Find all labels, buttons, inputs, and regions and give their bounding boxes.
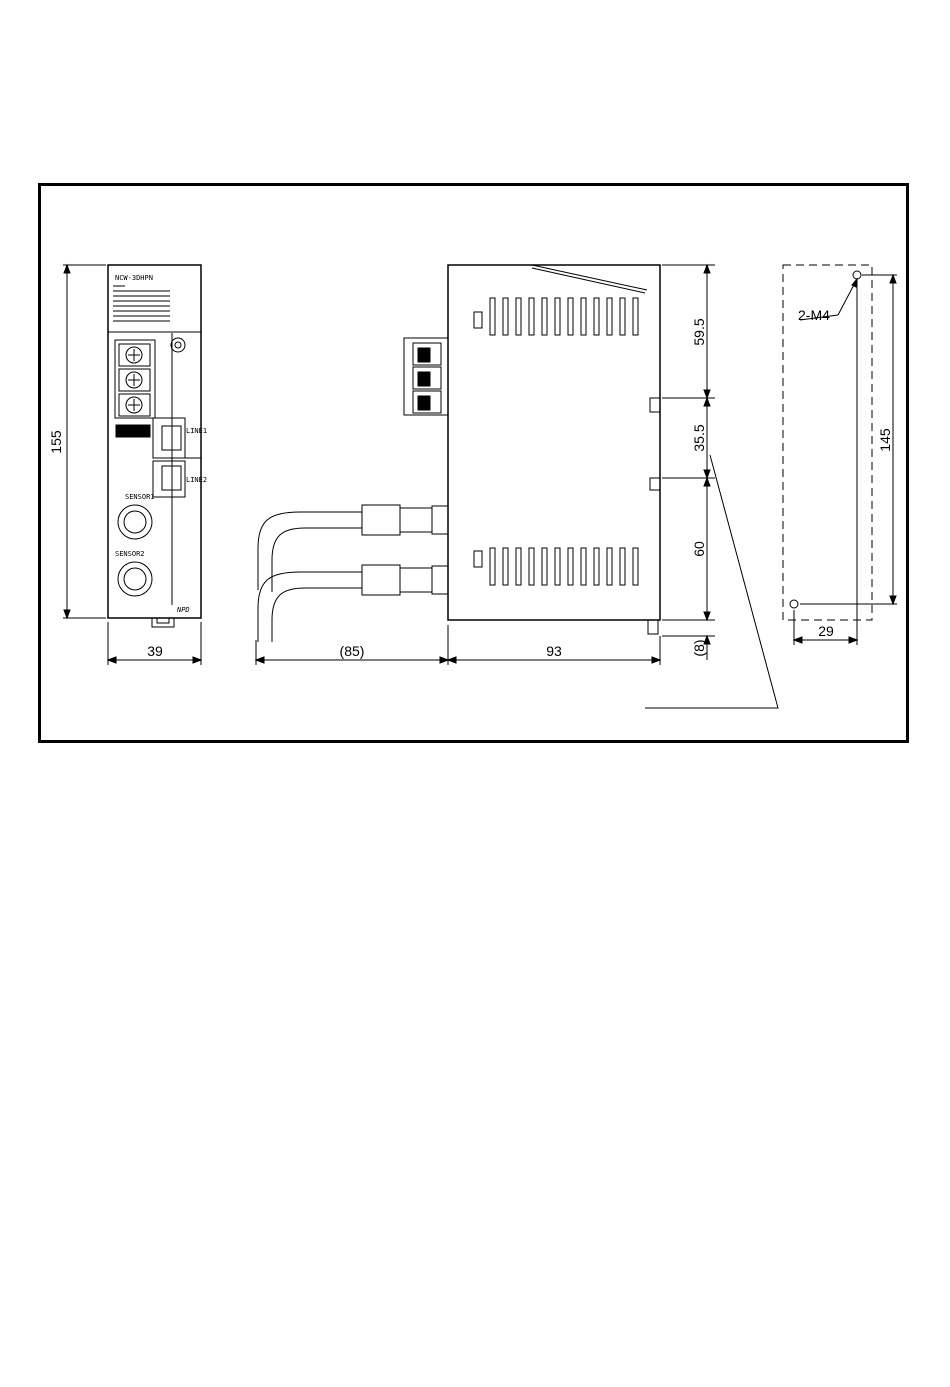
port-label-2: LINE2 bbox=[186, 476, 207, 484]
sensor-label-2: SENSOR2 bbox=[115, 550, 145, 558]
dim-width-39: 39 bbox=[147, 643, 163, 659]
dim-height-155: 155 bbox=[48, 430, 64, 454]
dim-width-29: 29 bbox=[818, 623, 834, 639]
dim-top-59-5: 59.5 bbox=[691, 318, 707, 345]
front-view bbox=[63, 265, 201, 665]
sensor-label-1: SENSOR1 bbox=[125, 493, 155, 501]
dim-cable-85: (85) bbox=[340, 643, 365, 659]
port-label-1: LINE1 bbox=[186, 427, 207, 435]
hole-label: 2-M4 bbox=[798, 307, 830, 323]
dim-depth-93: 93 bbox=[546, 643, 562, 659]
dim-middle-35-5: 35.5 bbox=[691, 424, 707, 451]
dim-height-145: 145 bbox=[877, 428, 893, 452]
brand-logo: NPD bbox=[176, 606, 190, 614]
dim-bottom-60: 60 bbox=[691, 541, 707, 557]
model-label: NCW-3DHPN bbox=[115, 274, 153, 282]
dim-foot-8: (8) bbox=[691, 639, 707, 656]
